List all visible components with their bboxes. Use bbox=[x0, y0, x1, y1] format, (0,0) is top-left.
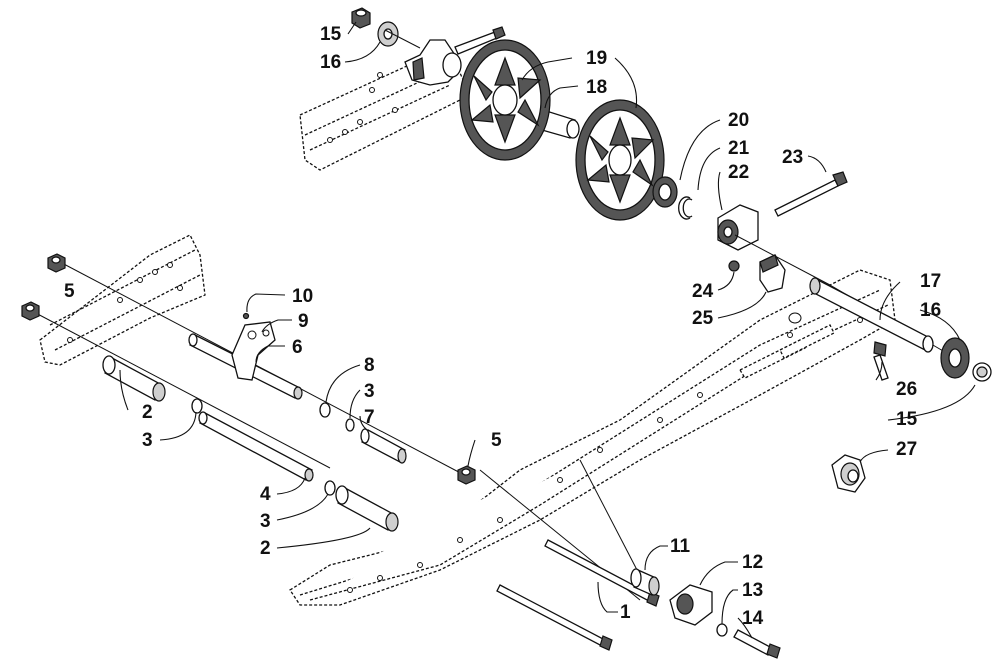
spacer-tube-2-lower bbox=[335, 485, 399, 532]
callout-3-upper: 3 bbox=[142, 430, 153, 451]
idler-wheel-19-right bbox=[575, 99, 665, 221]
bearing-20 bbox=[652, 176, 678, 208]
arm-9 bbox=[231, 321, 276, 381]
callout-2-upper: 2 bbox=[142, 402, 153, 423]
bolt-14 bbox=[733, 629, 781, 659]
snap-ring-21 bbox=[678, 196, 693, 220]
callout-4: 4 bbox=[260, 484, 271, 505]
callout-3-lower: 3 bbox=[260, 511, 271, 532]
callout-24: 24 bbox=[692, 281, 714, 302]
callout-27: 27 bbox=[896, 439, 917, 460]
axle-bracket-upper bbox=[404, 26, 506, 86]
leader-lines bbox=[119, 21, 976, 639]
hub-16-right bbox=[940, 337, 970, 379]
washer-16-top bbox=[377, 21, 399, 47]
callout-2-lower: 2 bbox=[260, 538, 271, 559]
spacer-22 bbox=[717, 204, 759, 251]
callout-23: 23 bbox=[782, 147, 803, 168]
washer-3-upper bbox=[191, 398, 203, 414]
idler-wheel-19-left bbox=[459, 39, 551, 161]
callout-15-top: 15 bbox=[320, 24, 342, 45]
callout-26: 26 bbox=[896, 379, 917, 400]
bolt-1-long bbox=[496, 584, 613, 651]
washer-3-middle bbox=[345, 418, 355, 432]
nut-5-lower-left bbox=[21, 301, 40, 321]
spacer-tube-2-upper bbox=[102, 355, 166, 402]
callout-8: 8 bbox=[364, 355, 375, 376]
spacer-11 bbox=[630, 568, 660, 596]
cap-15-right bbox=[972, 362, 992, 382]
callout-15-right: 15 bbox=[896, 409, 918, 430]
nut-5-middle bbox=[457, 465, 476, 485]
callout-14: 14 bbox=[742, 608, 764, 629]
right-slide-rail bbox=[289, 269, 896, 606]
long-tube-4 bbox=[198, 411, 314, 482]
callouts: 15 16 19 18 20 21 22 23 10 9 6 5 8 3 7 2… bbox=[64, 24, 941, 629]
callout-20: 20 bbox=[728, 110, 749, 131]
callout-21: 21 bbox=[728, 138, 750, 159]
callout-22: 22 bbox=[728, 162, 749, 183]
bolt-26 bbox=[873, 341, 889, 381]
callout-18: 18 bbox=[586, 77, 607, 98]
block-25 bbox=[759, 254, 786, 293]
callout-16-right: 16 bbox=[920, 300, 941, 321]
block-12 bbox=[669, 584, 713, 626]
callout-6: 6 bbox=[292, 337, 303, 358]
callout-17: 17 bbox=[920, 271, 941, 292]
nut-24 bbox=[728, 260, 740, 272]
callout-5-left: 5 bbox=[64, 281, 75, 302]
washer-3-lower bbox=[324, 480, 336, 496]
grease-fitting-10 bbox=[242, 312, 250, 320]
cap-27 bbox=[831, 454, 866, 493]
tube-7 bbox=[360, 428, 407, 464]
bolt-23 bbox=[774, 171, 848, 217]
left-slide-rail bbox=[39, 234, 206, 366]
callout-3-middle: 3 bbox=[364, 381, 375, 402]
callout-11: 11 bbox=[670, 536, 691, 557]
callout-13: 13 bbox=[742, 580, 763, 601]
nut-15-top bbox=[351, 7, 371, 29]
callout-7: 7 bbox=[364, 407, 375, 428]
axle-17 bbox=[809, 277, 934, 353]
callout-10: 10 bbox=[292, 286, 313, 307]
callout-12: 12 bbox=[742, 552, 763, 573]
nut-5-upper-left bbox=[47, 253, 66, 273]
callout-1: 1 bbox=[620, 602, 631, 623]
callout-19: 19 bbox=[586, 48, 607, 69]
bolt-1-upper bbox=[544, 539, 660, 607]
callout-16-top: 16 bbox=[320, 52, 341, 73]
callout-25: 25 bbox=[692, 308, 714, 329]
washer-8 bbox=[319, 402, 331, 418]
callout-5-middle: 5 bbox=[491, 430, 502, 451]
callout-9: 9 bbox=[298, 311, 309, 332]
washer-13 bbox=[716, 623, 728, 637]
